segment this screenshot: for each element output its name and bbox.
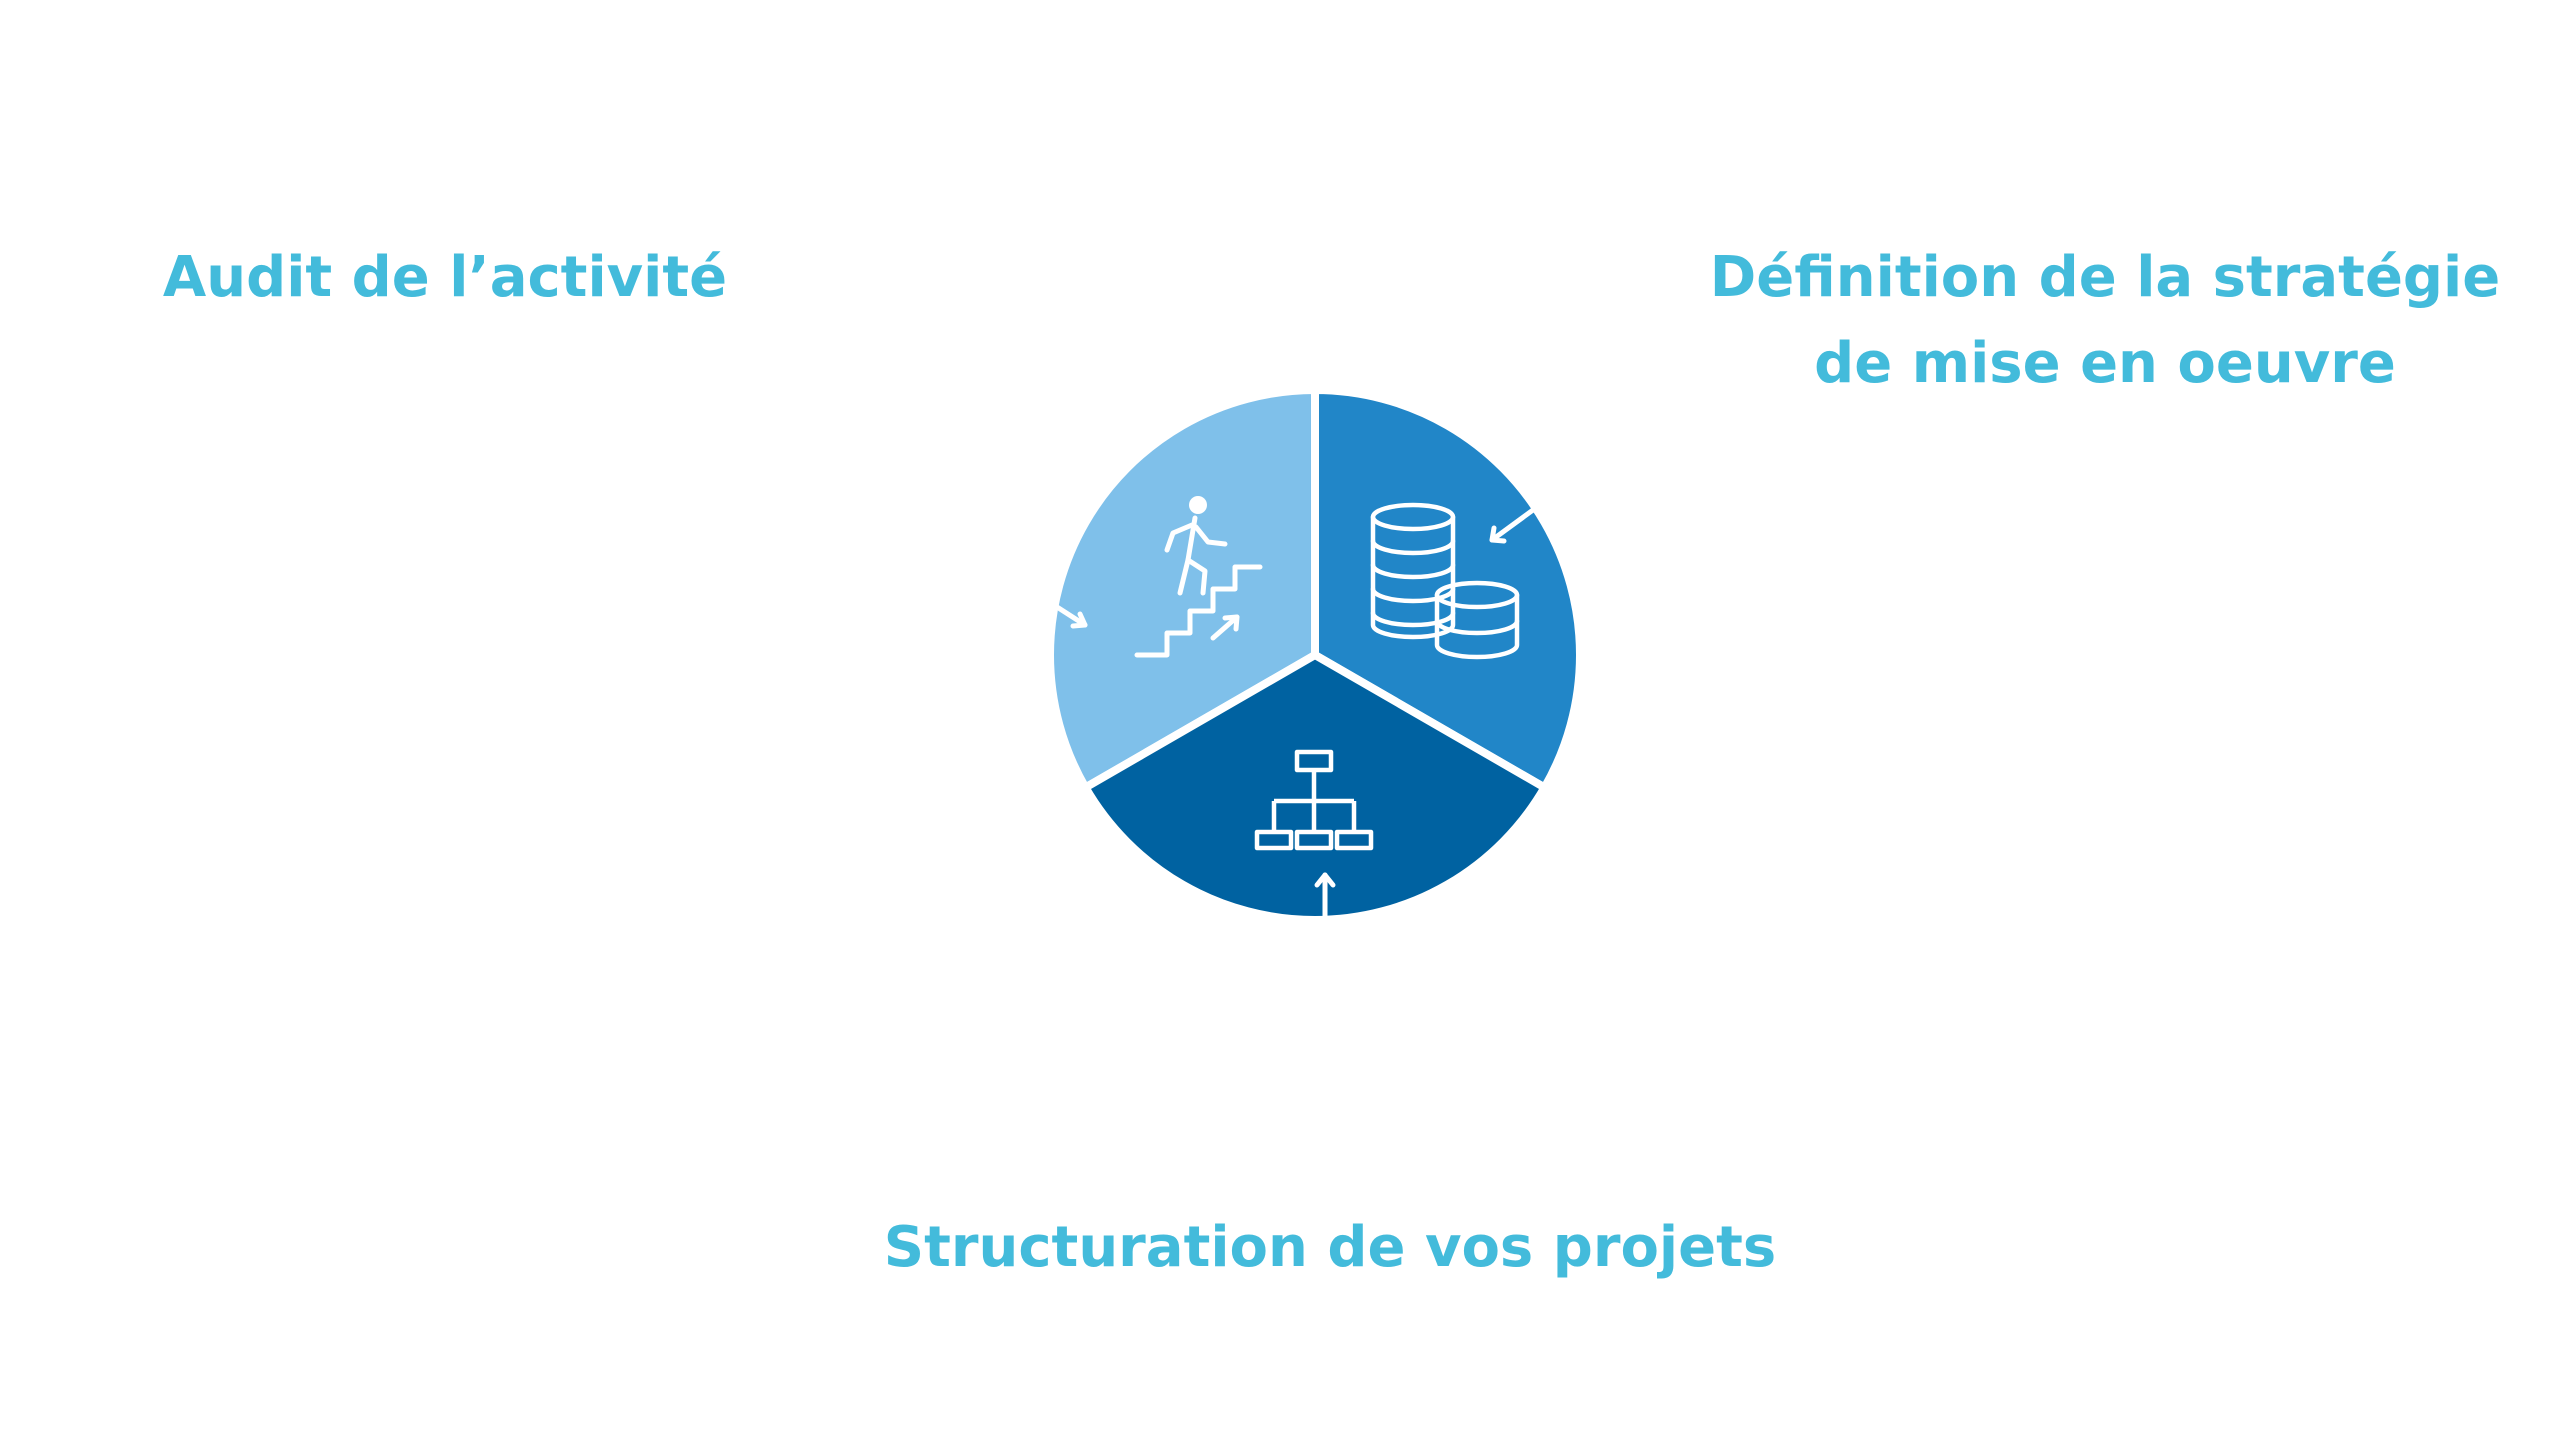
org-chart-icon — [1254, 749, 1374, 851]
audit-title: Audit de l’activité — [80, 235, 810, 321]
arrow-icon-audit — [1054, 604, 1088, 629]
strategy-title-line1: Définition de la stratégie — [1709, 245, 2501, 310]
structuration-title: Structuration de vos projets — [730, 1205, 1930, 1291]
strategy-title-line2: de mise en oeuvre — [1814, 331, 2396, 396]
coins-stack-icon — [1370, 502, 1520, 660]
strategy-title: Définition de la stratégie de mise en oe… — [1680, 235, 2530, 407]
audit-title-text: Audit de l’activité — [162, 245, 728, 310]
pie-diagram — [1046, 386, 1584, 924]
stairs-climber-icon — [1134, 496, 1263, 658]
structuration-title-text: Structuration de vos projets — [883, 1215, 1777, 1280]
arrow-icon-structuration — [1314, 872, 1336, 920]
arrow-icon-strategy — [1489, 507, 1536, 544]
